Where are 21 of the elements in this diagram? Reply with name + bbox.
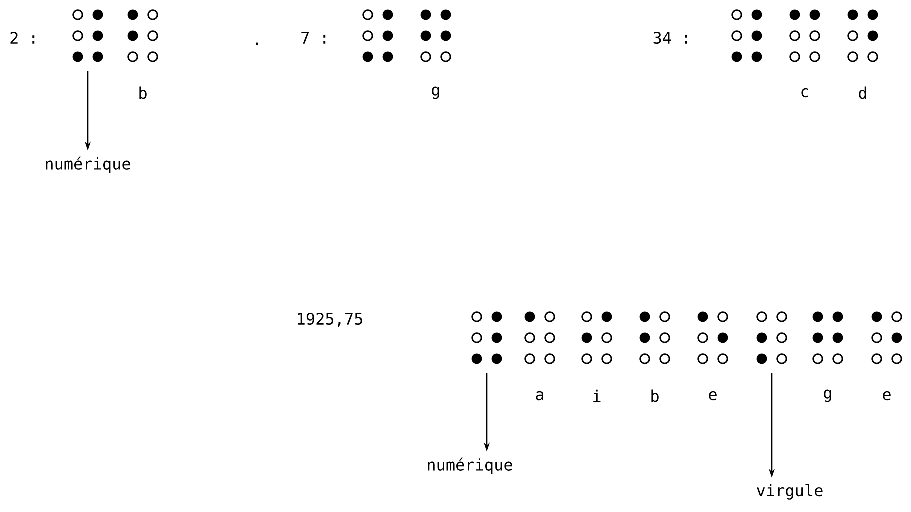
braille-cell (472, 312, 502, 364)
letter-label: e (883, 391, 891, 401)
letter-label: i (594, 390, 601, 402)
braille-cell (756, 312, 788, 364)
letter-label: b (140, 86, 147, 100)
braille-cell (72, 10, 104, 62)
number-label: 1925,75 (298, 312, 362, 328)
letter-label: c (802, 88, 808, 98)
letter-label: g (824, 390, 832, 402)
letter-label: e (709, 391, 717, 401)
letter-label: a (536, 391, 544, 401)
letter-label: d (859, 86, 866, 100)
number-label: 2 : (10, 32, 35, 44)
caption-text: numérique (428, 458, 512, 474)
number-label: 7 : (302, 32, 326, 44)
period-label: . (256, 42, 258, 46)
caption-text: numérique (46, 156, 130, 174)
letter-label: g (432, 86, 440, 100)
number-label: 34 : (654, 32, 688, 44)
letter-label: b (652, 390, 659, 402)
caption-text: virgule (757, 484, 823, 500)
